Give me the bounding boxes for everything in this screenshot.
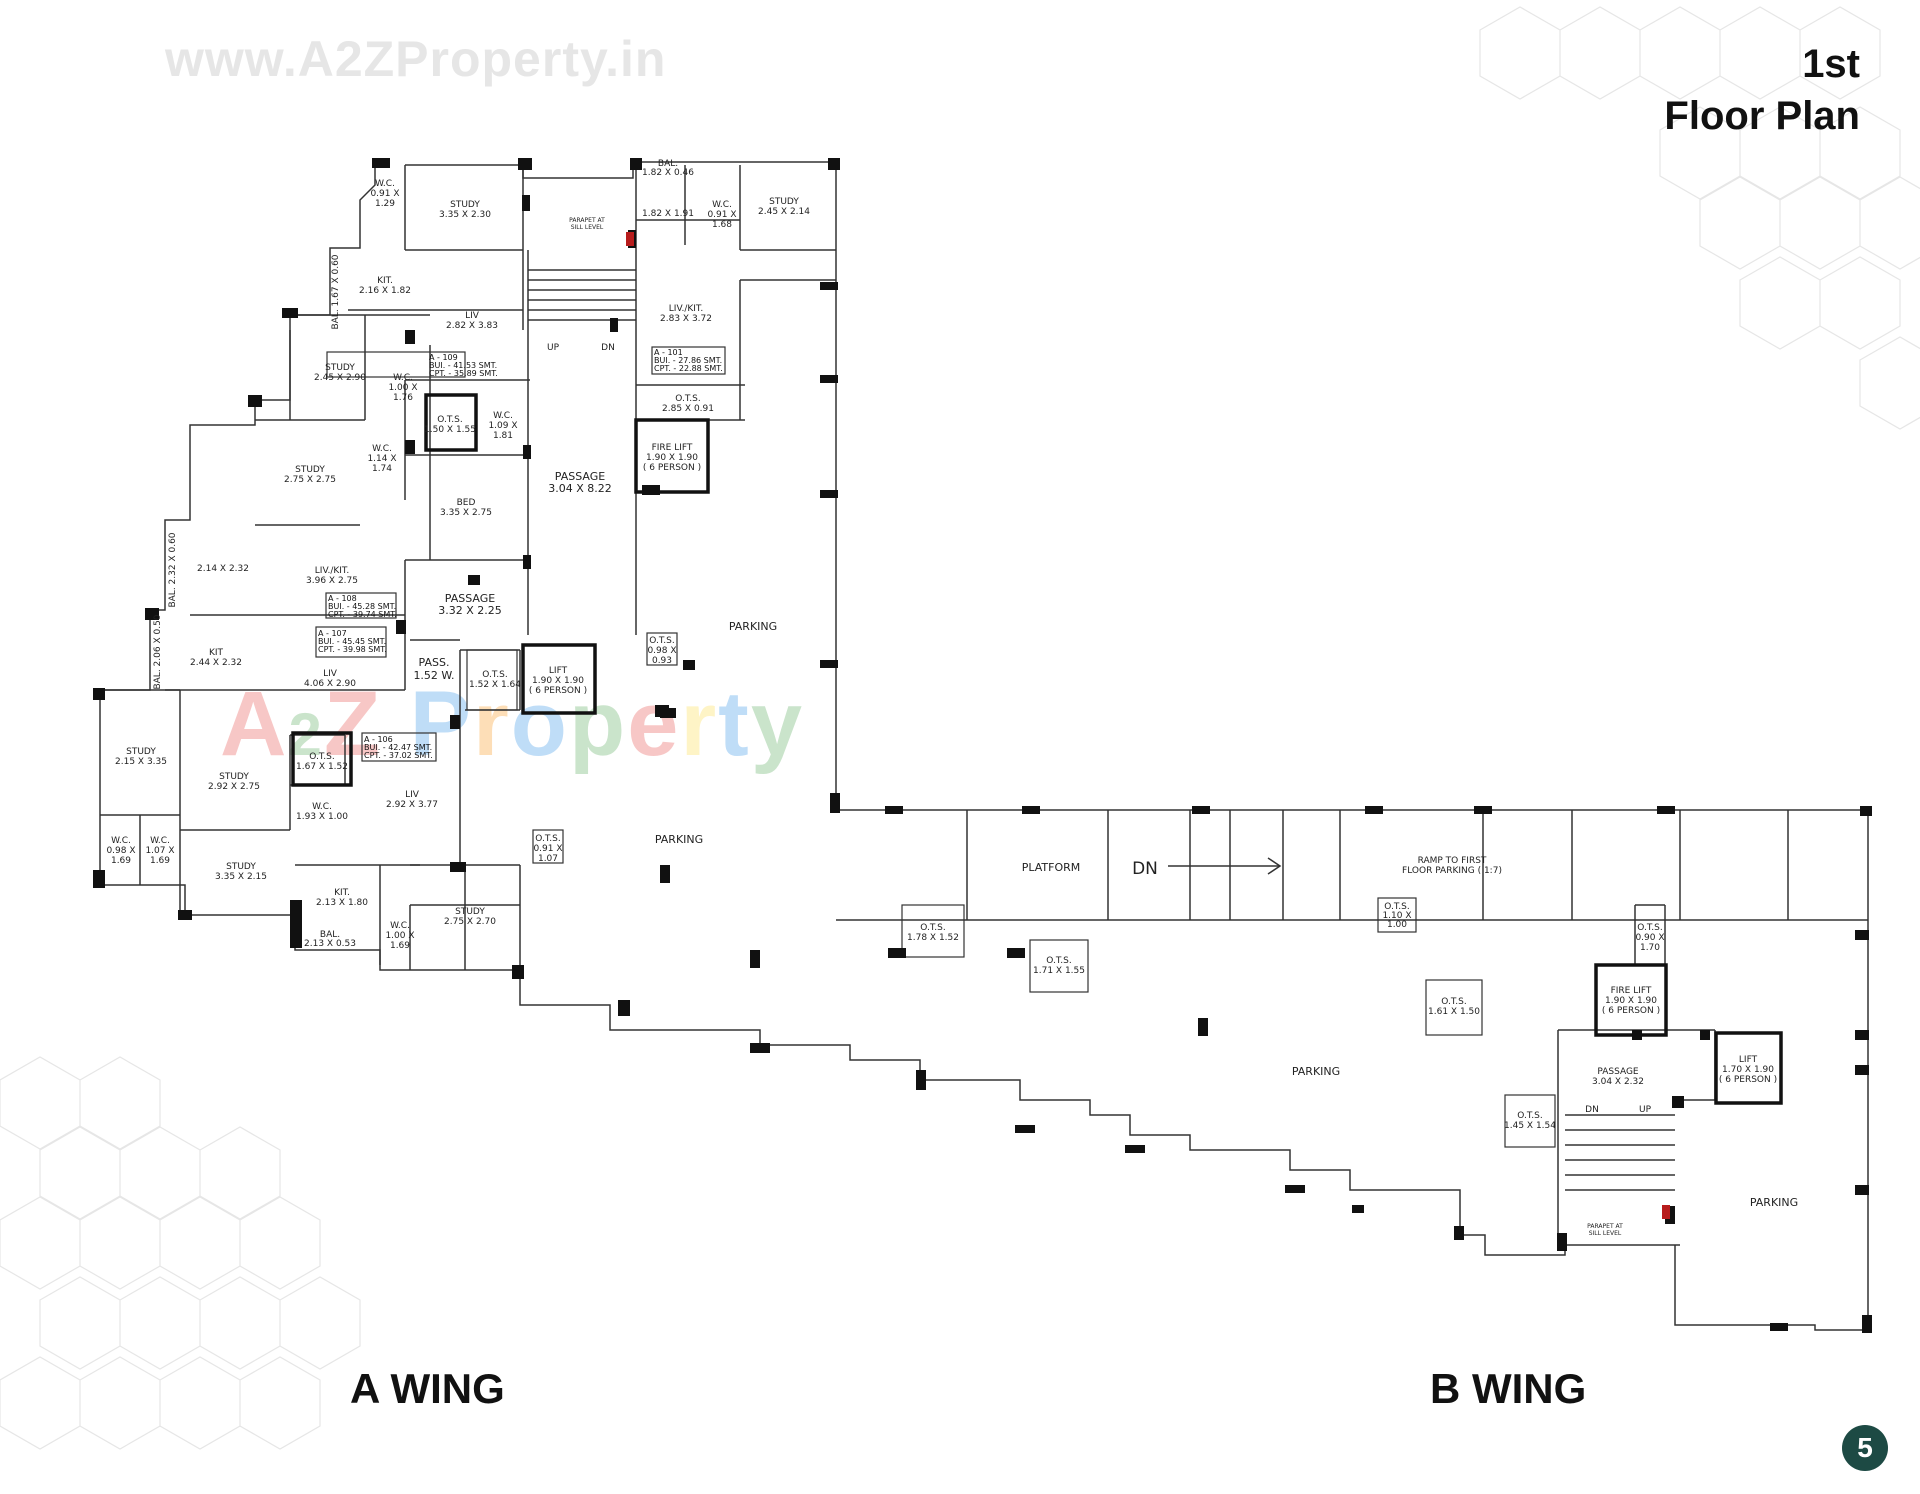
title-floor-number: 1st: [1802, 42, 1860, 86]
room-livkit-a: LIV./KIT.3.96 X 2.75: [306, 566, 358, 586]
room-kit-a8: KIT.2.13 X 1.80: [316, 888, 368, 908]
room-ots-a2: O.T.S.1.52 X 1.64: [469, 670, 521, 690]
wing-a-label: A WING: [350, 1365, 505, 1412]
room-platform: PLATFORM: [1022, 861, 1081, 874]
room-bal-a4: BAL. 2.32 X 0.60: [168, 532, 178, 607]
room-kit-a: KIT.2.16 X 1.82: [359, 276, 411, 296]
room-182: 1.82 X 1.91: [642, 209, 694, 219]
parking-label-4: PARKING: [1750, 1196, 1798, 1209]
room-wc-a6: W.C.1.93 X 1.00: [296, 802, 348, 822]
room-ots-c1: O.T.S.1.78 X 1.52: [907, 923, 959, 943]
label-dn-a: DN: [601, 343, 615, 353]
label-up-b: UP: [1639, 1105, 1652, 1115]
logo-watermark: A2Z Property: [220, 673, 804, 775]
room-ots-a4: O.T.S.1.67 X 1.52: [296, 752, 348, 772]
room-livkit-b: LIV./KIT.2.83 X 3.72: [660, 304, 712, 324]
room-bal-a: BAL. 1.67 X 0.60: [331, 254, 341, 329]
parking-label-2: PARKING: [655, 833, 703, 846]
parking-label-1: PARKING: [729, 620, 777, 633]
room-bal-a8: BAL.2.13 X 0.53: [304, 930, 356, 949]
room-bal-a5: BAL. 2.06 X 0.50: [153, 614, 163, 689]
room-ots-c4: O.T.S.1.61 X 1.50: [1428, 997, 1480, 1017]
room-214: 2.14 X 2.32: [197, 564, 249, 574]
room-dn: DN: [1132, 859, 1158, 879]
room-ots-b: O.T.S.2.85 X 0.91: [662, 394, 714, 414]
room-pass-a: PASS.1.52 W.: [413, 656, 454, 682]
label-dn-b: DN: [1585, 1105, 1599, 1115]
room-ots-c6: O.T.S.1.45 X 1.54: [1504, 1111, 1556, 1131]
website-watermark: www.A2ZProperty.in: [165, 31, 667, 87]
room-ots-c2: O.T.S.1.71 X 1.55: [1033, 956, 1085, 976]
page-title: 1st Floor Plan: [1664, 38, 1860, 142]
label-up-a: UP: [547, 343, 560, 353]
title-floor-plan: Floor Plan: [1664, 94, 1860, 138]
parking-label-3: PARKING: [1292, 1065, 1340, 1078]
page-number-badge: 5: [1842, 1425, 1888, 1471]
room-bal-b: BAL.1.82 X 0.46: [642, 159, 694, 178]
wing-b-label: B WING: [1430, 1365, 1587, 1412]
room-ots-a: O.T.S.1.50 X 1.55: [424, 415, 476, 435]
